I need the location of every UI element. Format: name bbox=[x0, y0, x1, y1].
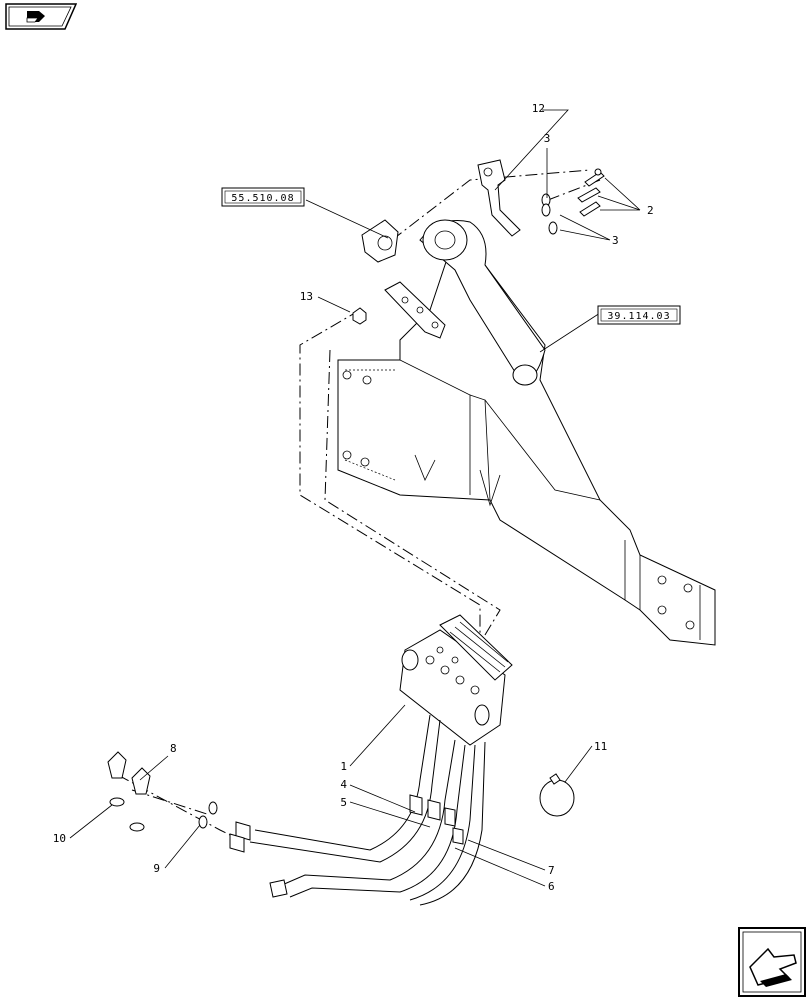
nut bbox=[352, 307, 367, 325]
electrical-socket bbox=[361, 219, 399, 263]
reference-label: 55.510.08 bbox=[231, 193, 294, 204]
callout-labels: 12 3 2 3 13 1 4 5 7 6 8 9 10 11 bbox=[53, 102, 654, 893]
callout-10: 10 bbox=[53, 832, 66, 845]
callout-7: 7 bbox=[548, 864, 555, 877]
callout-1: 1 bbox=[340, 760, 347, 773]
elbow-fittings bbox=[107, 751, 151, 832]
reference-box-39-114-03[interactable]: 39.114.03 bbox=[597, 305, 681, 325]
loader-boom bbox=[337, 219, 716, 646]
reference-box-55-510-08[interactable]: 55.510.08 bbox=[221, 187, 305, 207]
o-rings bbox=[198, 801, 218, 829]
hydraulic-hoses bbox=[229, 714, 486, 906]
bracket-plate bbox=[384, 281, 446, 339]
arrow-forward-icon bbox=[738, 927, 806, 997]
hose-clamp bbox=[539, 773, 575, 817]
arrow-back-icon bbox=[5, 3, 78, 30]
callout-8: 8 bbox=[170, 742, 177, 755]
callout-6: 6 bbox=[548, 880, 555, 893]
callout-5: 5 bbox=[340, 796, 347, 809]
next-page-button[interactable] bbox=[738, 927, 806, 997]
assembly-lines bbox=[117, 169, 601, 841]
callout-13: 13 bbox=[300, 290, 313, 303]
callout-12: 12 bbox=[532, 102, 545, 115]
leader-lines bbox=[69, 109, 641, 887]
previous-page-button[interactable] bbox=[5, 3, 78, 30]
control-valve bbox=[399, 614, 513, 746]
reference-label: 39.114.03 bbox=[607, 311, 670, 322]
callout-3-right: 3 bbox=[612, 234, 619, 247]
callout-4: 4 bbox=[340, 778, 347, 791]
callout-3-top: 3 bbox=[544, 132, 551, 145]
bolts bbox=[577, 168, 605, 217]
callout-2: 2 bbox=[647, 204, 654, 217]
callout-9: 9 bbox=[153, 862, 160, 875]
callout-11: 11 bbox=[594, 740, 607, 753]
washers bbox=[541, 193, 558, 235]
mounting-bracket bbox=[477, 159, 521, 237]
